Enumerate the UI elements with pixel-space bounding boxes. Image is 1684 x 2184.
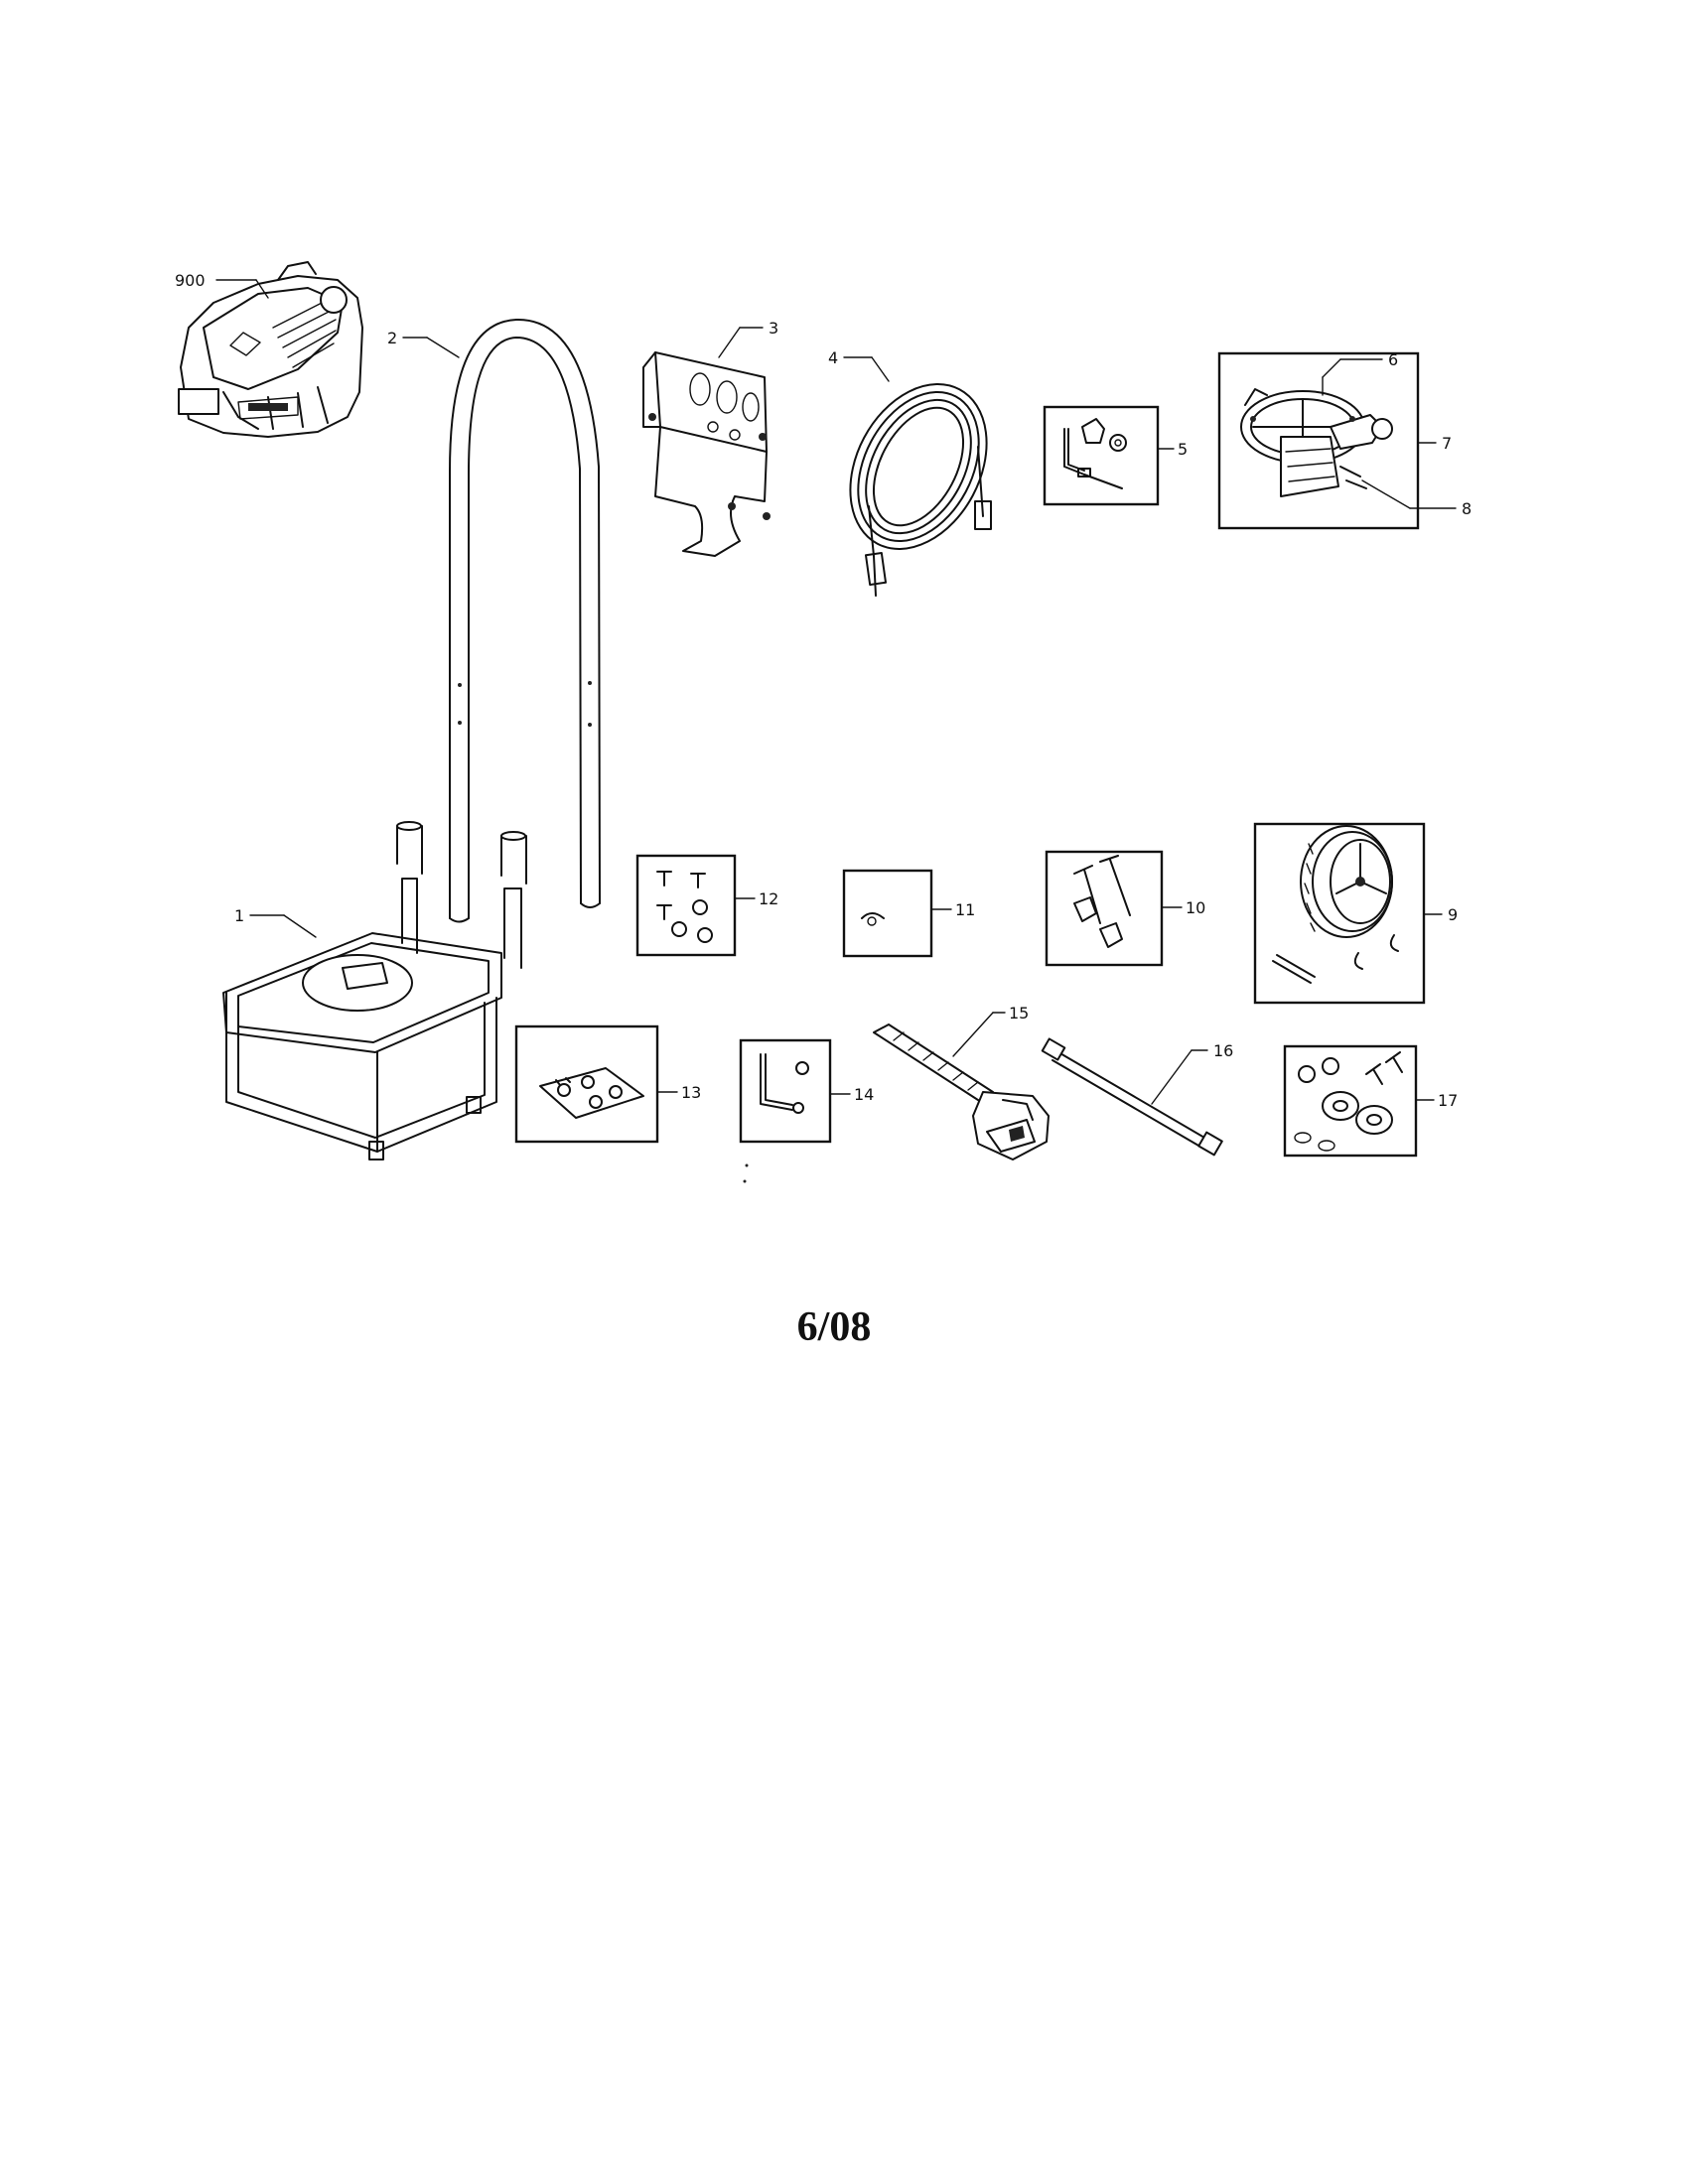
callout-900: 900 (175, 271, 206, 290)
leader-8 (1361, 479, 1411, 509)
callout-4: 4 (828, 348, 838, 367)
part-7-pump-assembly (1217, 351, 1420, 530)
callout-9: 9 (1448, 905, 1458, 924)
callout-12: 12 (759, 889, 778, 908)
leader-16 (1151, 1049, 1193, 1105)
callout-15: 15 (1009, 1004, 1029, 1023)
leader-3 (718, 327, 741, 358)
part-12-hardware-kit (635, 854, 737, 957)
part-10-hardware-kit (1045, 850, 1164, 967)
part-17-hardware-kit (1283, 1044, 1418, 1158)
callout-6: 6 (1388, 350, 1398, 369)
part-14-pin-kit (739, 1038, 832, 1144)
part-13-hardware-kit (514, 1024, 659, 1144)
callout-11: 11 (955, 900, 975, 919)
part-2-handle (449, 318, 601, 923)
callout-2: 2 (387, 329, 397, 347)
part-4-hose (849, 383, 992, 597)
callout-10: 10 (1186, 898, 1205, 917)
part-1-frame (222, 821, 527, 1160)
callout-16: 16 (1213, 1041, 1233, 1060)
callout-5: 5 (1178, 440, 1188, 459)
callout-8: 8 (1462, 499, 1472, 518)
leader-15 (952, 1012, 994, 1057)
callout-1: 1 (234, 906, 244, 925)
part-3-bracket (642, 351, 771, 557)
callout-17: 17 (1438, 1091, 1458, 1110)
part-5-hardware-kit (1043, 405, 1160, 506)
callout-7: 7 (1442, 434, 1452, 453)
callout-13: 13 (681, 1083, 701, 1102)
revision-date: 6/08 (796, 1304, 872, 1350)
part-15-spray-gun (873, 1024, 1050, 1160)
callout-14: 14 (854, 1085, 874, 1104)
callout-3: 3 (769, 319, 778, 338)
part-11-clip (842, 869, 933, 958)
part-16-lance (1041, 1037, 1223, 1157)
part-9-wheel-kit (1253, 822, 1426, 1005)
part-900-engine (178, 261, 363, 438)
